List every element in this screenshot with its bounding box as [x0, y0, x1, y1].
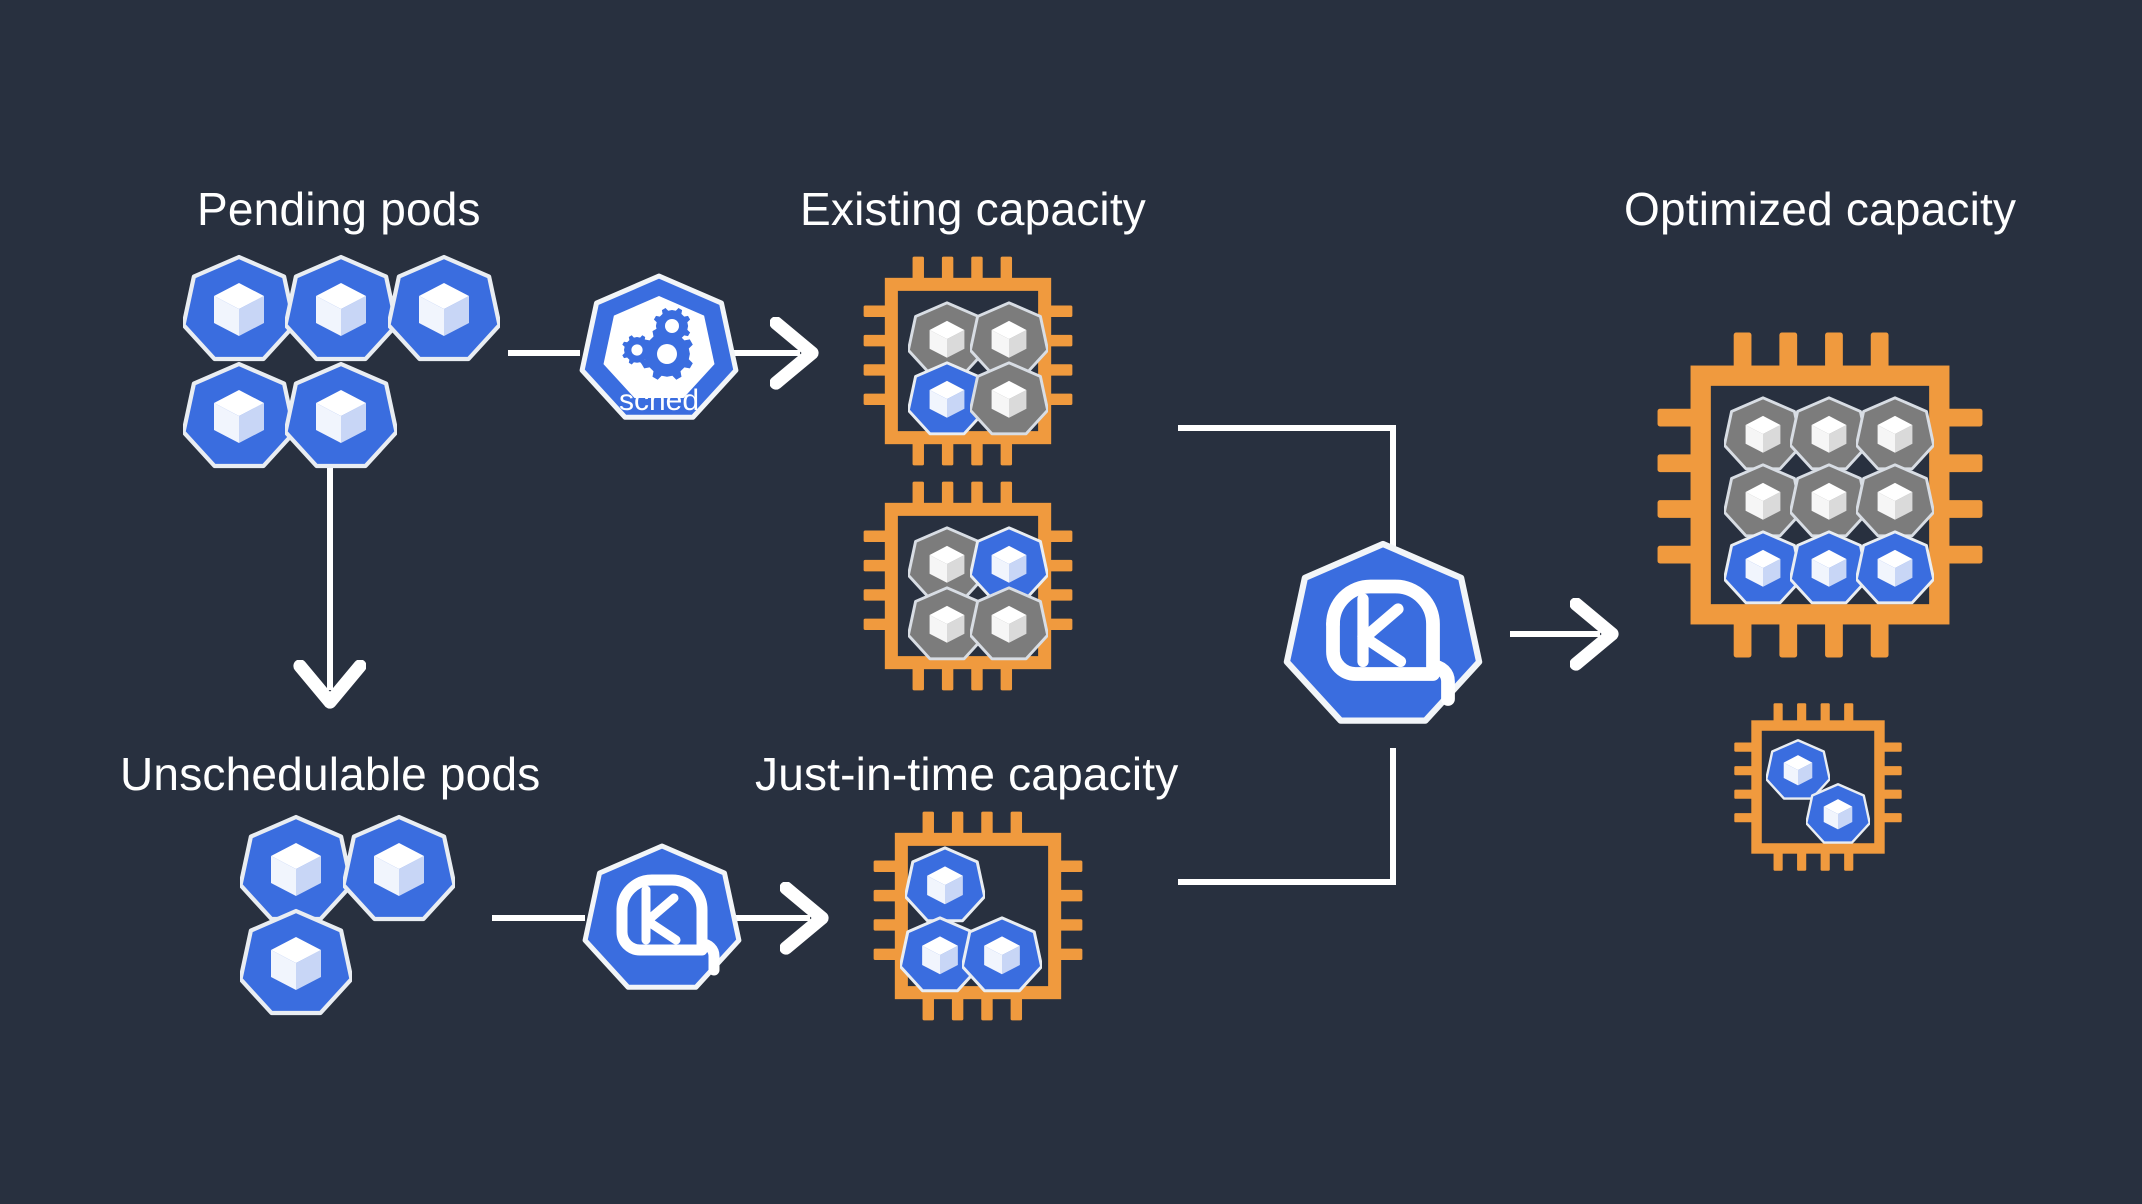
pod-active-optsm-1[interactable]: [1766, 739, 1830, 800]
pod-active-opt-8[interactable]: [1790, 530, 1868, 605]
pod-active-opt-7[interactable]: [1724, 530, 1802, 605]
connector-jit-to-karpenter: [1178, 748, 1396, 885]
pod-active-opt-9[interactable]: [1856, 530, 1934, 605]
pod-idle-opt-1[interactable]: [1724, 396, 1802, 471]
pod-idle-opt-2[interactable]: [1790, 396, 1868, 471]
label-existing-capacity: Existing capacity: [800, 183, 1146, 235]
pod-active-optsm-2[interactable]: [1806, 783, 1870, 844]
pod-active-jit-3[interactable]: [962, 916, 1042, 993]
pod-pending-1[interactable]: [184, 257, 295, 359]
chip-optimized-capacity-node-large[interactable]: [1658, 333, 1983, 658]
node-scheduler[interactable]: sched: [582, 276, 736, 417]
pod-pending-3[interactable]: [389, 257, 500, 359]
label-just-in-time-capacity: Just-in-time capacity: [755, 748, 1178, 800]
chip-existing-capacity-node-2[interactable]: [864, 482, 1073, 691]
chip-existing-capacity-node-1[interactable]: [864, 257, 1073, 466]
karpenter-k-icon: [1287, 544, 1479, 721]
pod-idle-opt-6[interactable]: [1856, 463, 1934, 538]
pod-pending-4[interactable]: [184, 364, 295, 466]
label-optimized-capacity: Optimized capacity: [1624, 183, 2016, 235]
karpenter-k-icon: [585, 846, 739, 987]
node-karpenter-lower[interactable]: [585, 846, 739, 987]
pod-pending-5[interactable]: [286, 364, 397, 466]
pod-unschedulable-2[interactable]: [344, 817, 455, 919]
node-karpenter-center[interactable]: [1287, 544, 1479, 721]
pod-unschedulable-3[interactable]: [241, 911, 352, 1013]
pod-idle-e2-4[interactable]: [970, 586, 1048, 661]
pod-idle-opt-3[interactable]: [1856, 396, 1934, 471]
pod-idle-opt-5[interactable]: [1790, 463, 1868, 538]
chip-optimized-capacity-node-small[interactable]: [1734, 703, 1901, 870]
pod-idle-e1-4[interactable]: [970, 361, 1048, 436]
pod-unschedulable-1[interactable]: [241, 817, 352, 919]
scheduler-caption: sched: [619, 384, 699, 417]
pod-pending-2[interactable]: [286, 257, 397, 359]
connector-existing-to-karpenter: [1178, 425, 1396, 565]
pod-active-jit-1[interactable]: [905, 846, 985, 923]
label-pending-pods: Pending pods: [197, 183, 481, 235]
label-unschedulable-pods: Unschedulable pods: [120, 748, 540, 800]
pod-idle-opt-4[interactable]: [1724, 463, 1802, 538]
